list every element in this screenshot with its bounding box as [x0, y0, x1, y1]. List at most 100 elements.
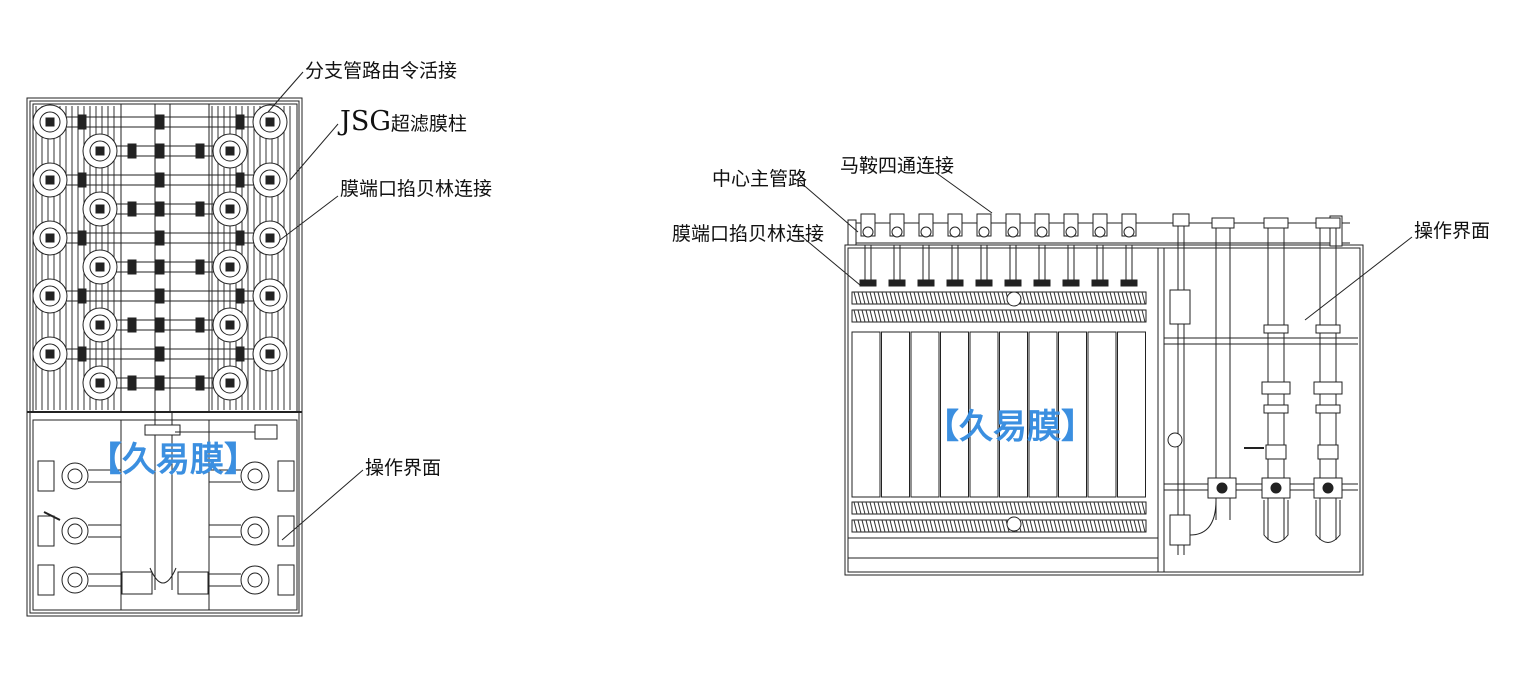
- membrane-tube: [1058, 331, 1087, 498]
- header-hatch: [981, 519, 986, 533]
- left-lower-col-3: [208, 419, 298, 611]
- header-hatch: [1125, 291, 1130, 305]
- leader-line: [934, 171, 993, 214]
- header-hatch: [973, 291, 978, 305]
- header-hatch: [1117, 309, 1122, 323]
- header-hatch: [973, 309, 978, 323]
- pipe-flange: [1263, 324, 1289, 334]
- header-hatch: [1053, 291, 1058, 305]
- header-hatch: [905, 291, 910, 305]
- union-fitting: [77, 288, 87, 304]
- header-hatch: [881, 501, 886, 515]
- header-hatch: [905, 501, 910, 515]
- valve-port: [67, 572, 83, 588]
- header-union: [1006, 516, 1022, 532]
- header-hatch: [889, 501, 894, 515]
- sampling-valve: [1265, 444, 1287, 460]
- header-hatch: [857, 309, 862, 323]
- union-fitting: [77, 346, 87, 362]
- header-hatch: [1077, 501, 1082, 515]
- header-hatch: [1073, 519, 1078, 533]
- header-hatch: [1081, 519, 1086, 533]
- header-hatch: [925, 291, 930, 305]
- label-saddle-cross: 马鞍四通连接: [840, 155, 955, 177]
- header-hatch: [1029, 309, 1034, 323]
- column-port: [265, 349, 275, 359]
- header-hatch: [1033, 501, 1038, 515]
- leader-line: [799, 181, 859, 233]
- header-hatch: [961, 501, 966, 515]
- header-hatch: [1037, 501, 1042, 515]
- header-hatch: [957, 291, 962, 305]
- header-hatch: [1121, 309, 1126, 323]
- column-port: [95, 378, 105, 388]
- header-hatch: [1073, 501, 1078, 515]
- header-hatch: [1045, 501, 1050, 515]
- saddle-port: [891, 226, 903, 238]
- header-hatch: [1045, 519, 1050, 533]
- column-port: [45, 291, 55, 301]
- header-hatch: [953, 309, 958, 323]
- header-hatch: [985, 501, 990, 515]
- header-hatch: [1113, 501, 1118, 515]
- saddle-port: [1007, 226, 1019, 238]
- header-hatch: [877, 309, 882, 323]
- valve-actuator: [277, 460, 295, 492]
- header-hatch: [865, 501, 870, 515]
- header-hatch: [1109, 309, 1114, 323]
- header-hatch: [869, 309, 874, 323]
- header-hatch: [1081, 501, 1086, 515]
- header-hatch: [1121, 291, 1126, 305]
- clamp-connection: [1091, 279, 1109, 287]
- union-fitting: [127, 259, 137, 275]
- header-hatch: [1041, 309, 1046, 323]
- union-fitting: [155, 230, 165, 246]
- header-hatch: [989, 291, 994, 305]
- column-port: [95, 320, 105, 330]
- clamp-connection: [917, 279, 935, 287]
- valve-actuator: [37, 460, 55, 492]
- header-hatch: [1065, 501, 1070, 515]
- header-hatch: [1113, 291, 1118, 305]
- union-fitting: [155, 317, 165, 333]
- header-hatch: [1013, 309, 1018, 323]
- column-port: [45, 233, 55, 243]
- sample-valve: [254, 424, 278, 440]
- header-union: [1006, 291, 1022, 307]
- header-hatch: [1093, 519, 1098, 533]
- header-hatch: [1133, 501, 1138, 515]
- header-hatch: [865, 291, 870, 305]
- drain-outlet: [1315, 500, 1341, 543]
- header-hatch: [1129, 519, 1134, 533]
- column-port: [225, 378, 235, 388]
- header-hatch: [985, 291, 990, 305]
- header-hatch: [909, 309, 914, 323]
- header-hatch: [913, 309, 918, 323]
- header-hatch: [869, 501, 874, 515]
- column-port: [45, 117, 55, 127]
- header-hatch: [989, 501, 994, 515]
- header-hatch: [1125, 519, 1130, 533]
- header-hatch: [853, 519, 858, 533]
- header-hatch: [1085, 309, 1090, 323]
- header-hatch: [985, 519, 990, 533]
- header-hatch: [1093, 501, 1098, 515]
- valve-actuator: [37, 564, 55, 596]
- membrane-tube: [851, 331, 881, 498]
- valve-stem: [1270, 482, 1282, 494]
- header-hatch: [1133, 519, 1138, 533]
- header-hatch: [1045, 309, 1050, 323]
- header-hatch: [933, 501, 938, 515]
- header-hatch: [1045, 291, 1050, 305]
- label-jsg-column: JSG超滤膜柱: [340, 108, 467, 135]
- header-hatch: [1001, 309, 1006, 323]
- header-hatch: [925, 519, 930, 533]
- header-hatch: [921, 309, 926, 323]
- union-fitting: [235, 288, 245, 304]
- header-hatch: [989, 519, 994, 533]
- valve-port: [67, 468, 83, 484]
- valve-stem: [1216, 482, 1228, 494]
- header-hatch: [945, 501, 950, 515]
- union-fitting: [235, 114, 245, 130]
